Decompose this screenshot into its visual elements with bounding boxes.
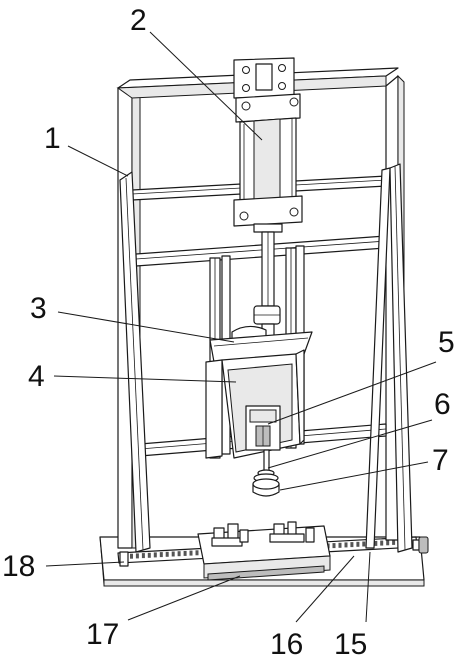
label-17: 17 — [86, 618, 119, 651]
rack-tooth — [338, 542, 342, 548]
label-2: 2 — [130, 4, 147, 37]
leader-lines — [45, 31, 437, 623]
rack-tooth — [135, 553, 139, 559]
rack-tooth — [141, 553, 145, 559]
air-cylinder — [233, 57, 303, 233]
rack-tooth — [362, 541, 366, 547]
reference-numerals: 1 2 3 4 5 6 7 15 16 17 18 — [2, 4, 455, 661]
rack-tooth — [177, 551, 181, 557]
motor — [245, 405, 281, 451]
rack-tooth — [159, 552, 163, 558]
label-4: 4 — [28, 360, 45, 393]
rack-tooth — [344, 542, 348, 548]
rack-tooth — [380, 540, 384, 546]
rack-tooth — [171, 551, 175, 557]
rack-tooth — [189, 550, 193, 556]
rack-tooth — [147, 552, 151, 558]
adjust-knob — [412, 536, 429, 554]
rack-tooth — [165, 551, 169, 557]
label-7: 7 — [432, 444, 449, 477]
label-15: 15 — [334, 628, 367, 661]
rack-tooth — [350, 542, 354, 548]
label-6: 6 — [434, 388, 451, 421]
rack-tooth — [356, 541, 360, 547]
label-5: 5 — [438, 326, 455, 359]
label-18: 18 — [2, 550, 35, 583]
rack-tooth — [153, 552, 157, 558]
label-16: 16 — [270, 628, 303, 661]
grinding-disc — [252, 469, 280, 497]
rack-tooth — [386, 540, 390, 546]
rack-tooth — [183, 550, 187, 556]
side-braces — [119, 163, 413, 553]
rack-end-block — [119, 551, 129, 567]
rack-tooth — [332, 543, 336, 549]
sliding-worktable — [197, 521, 331, 581]
label-1: 1 — [44, 122, 61, 155]
rack-tooth — [374, 540, 378, 546]
label-3: 3 — [30, 292, 47, 325]
rack-tooth — [130, 553, 133, 559]
rack-tooth — [195, 550, 199, 556]
spindle-shaft — [263, 449, 270, 473]
rack-tooth — [392, 539, 396, 545]
